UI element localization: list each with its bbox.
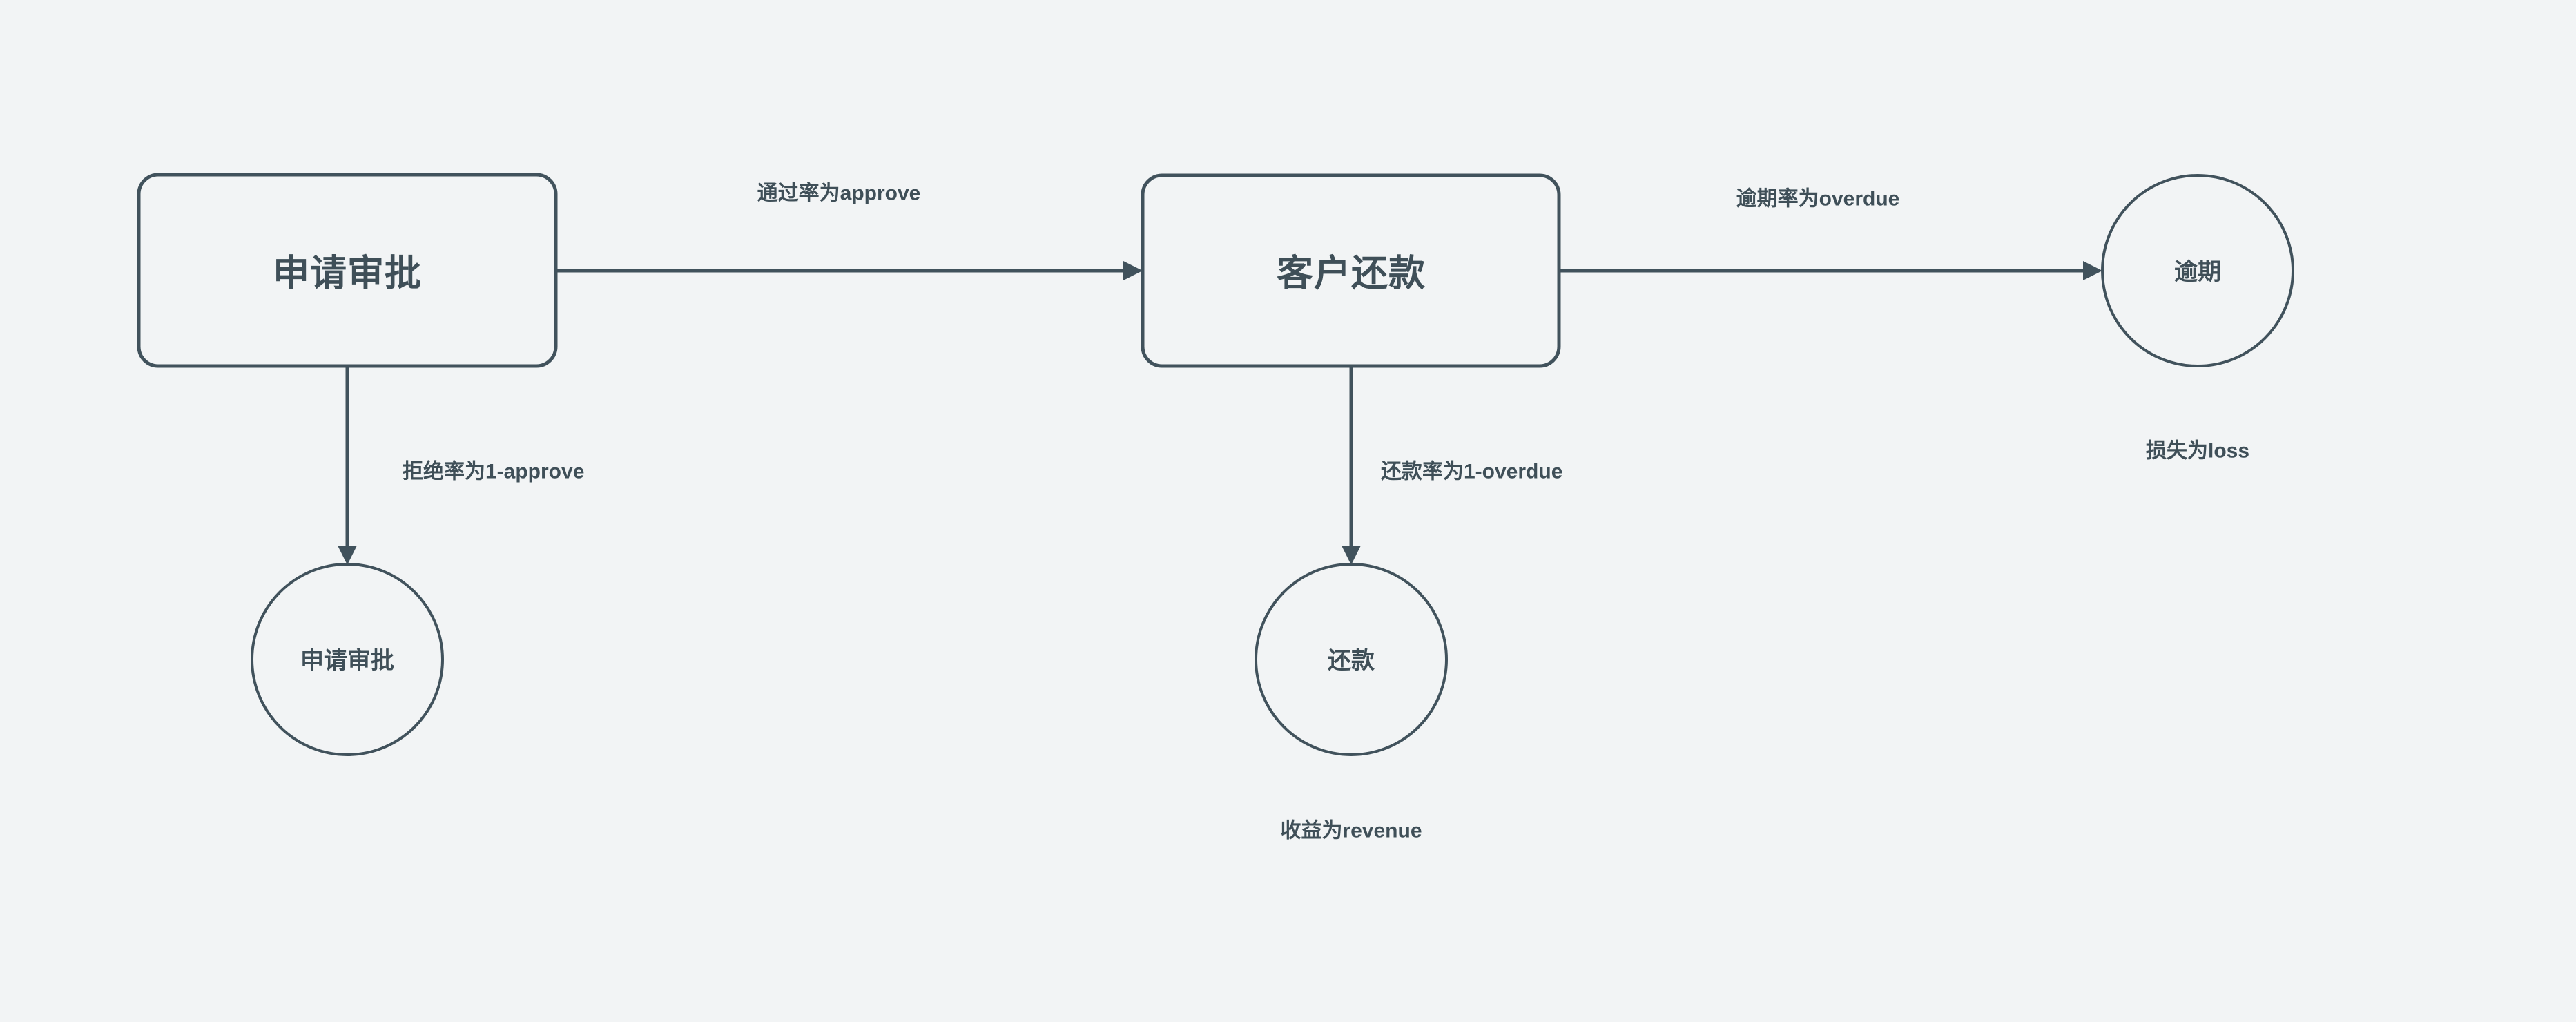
arrow-head-icon xyxy=(2083,261,2102,280)
node-repaid-circle[interactable]: 还款 xyxy=(1255,563,1448,756)
arrow-head-icon xyxy=(1342,546,1361,565)
rejected-circle-label: 申请审批 xyxy=(300,648,394,674)
customer-repayment-box-label: 客户还款 xyxy=(1277,253,1426,294)
application-review-box-shape xyxy=(137,173,558,368)
overdue-circle-shape xyxy=(2101,174,2294,367)
application-review-box-label: 申请审批 xyxy=(273,253,422,294)
caption-revenue: 收益为revenue xyxy=(1280,820,1422,842)
node-application-review-box[interactable]: 申请审批 xyxy=(137,173,558,368)
overdue-circle-label: 逾期 xyxy=(2174,259,2221,285)
repaid-circle-shape xyxy=(1255,563,1448,756)
arrow-head-icon xyxy=(1123,261,1143,280)
edge-overdue: 逾期率为overdue xyxy=(1559,188,2102,280)
repaid-circle-label: 还款 xyxy=(1328,648,1375,674)
edge-reject: 拒绝率为1-approve xyxy=(338,366,584,565)
edge-approve: 通过率为approve xyxy=(556,182,1143,280)
edge-label-approve: 通过率为approve xyxy=(757,182,921,205)
edge-label-repay: 还款率为1-overdue xyxy=(1381,461,1562,483)
edge-repay: 还款率为1-overdue xyxy=(1342,366,1562,565)
node-overdue-circle[interactable]: 逾期 xyxy=(2101,174,2294,367)
edge-label-overdue: 逾期率为overdue xyxy=(1736,188,1900,211)
customer-repayment-box-shape xyxy=(1141,173,1561,368)
node-rejected-circle[interactable]: 申请审批 xyxy=(251,563,444,756)
rejected-circle-shape xyxy=(251,563,444,756)
node-customer-repayment-box[interactable]: 客户还款 xyxy=(1141,173,1561,368)
edge-label-reject: 拒绝率为1-approve xyxy=(403,460,584,483)
arrow-head-icon xyxy=(338,546,357,565)
caption-loss: 损失为loss xyxy=(2146,440,2249,463)
